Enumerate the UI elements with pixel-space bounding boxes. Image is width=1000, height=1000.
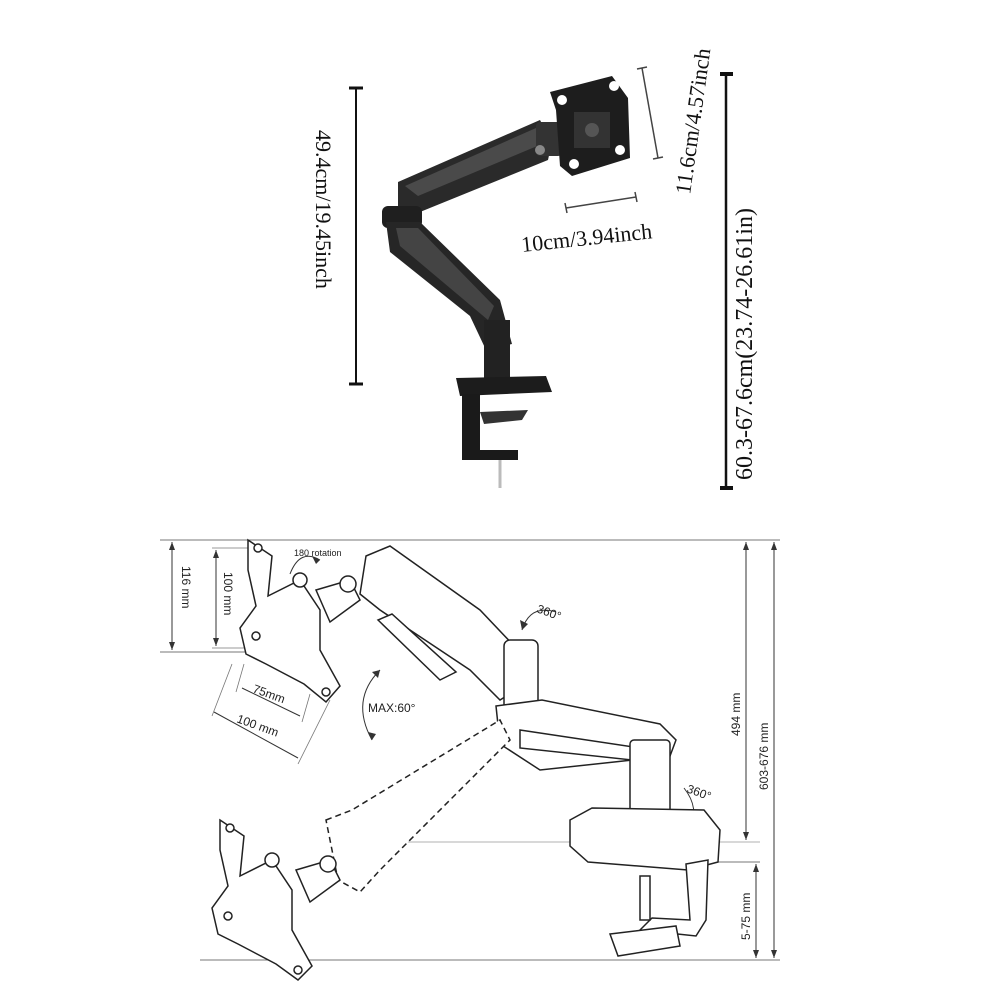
height-494-label: 494 mm <box>729 693 743 736</box>
vesa-height-dimension-line <box>636 66 664 160</box>
vesa-width-dimension-line <box>564 191 638 214</box>
dim-5-75 <box>753 864 759 958</box>
height-range-label: 603-676 mm <box>757 723 771 790</box>
rotation-360-base-label: 360° <box>685 782 713 804</box>
vesa-width-label: 10cm/3.94inch <box>520 218 653 257</box>
height-dimension-line <box>349 86 363 386</box>
max-tilt-label: MAX:60° <box>368 701 416 715</box>
rotation-360-top-label: 360° <box>535 602 563 624</box>
arm-line-drawing <box>211 538 721 981</box>
vesa-height-label: 11.6cm/4.57inch <box>670 47 715 196</box>
total-height-label: 60.3-67.6cm(23.74-26.61in) <box>732 208 758 480</box>
label-116: 116 mm <box>179 566 193 608</box>
product-render: 49.4cm/19.45inch 60.3-67.6cm(23.74-26.61… <box>311 47 758 490</box>
line-drawing: 116 mm 100 mm 180 rotation 75mm 100 mm <box>160 538 780 981</box>
height-label: 49.4cm/19.45inch <box>311 130 336 289</box>
rotation-180-label: 180 rotation <box>294 548 342 558</box>
dim-603-676 <box>771 542 777 958</box>
dim-116 <box>169 542 175 650</box>
vesa-plate-render <box>550 76 630 176</box>
arm-render <box>382 120 562 488</box>
label-100-vertical: 100 mm <box>221 572 235 615</box>
total-height-dimension-line <box>720 72 733 490</box>
dim-100-horizontal <box>211 663 331 765</box>
dim-494 <box>743 542 749 840</box>
label-75: 75mm <box>251 682 287 707</box>
dim-75 <box>235 663 311 723</box>
clamp-range-label: 5-75 mm <box>739 893 753 940</box>
